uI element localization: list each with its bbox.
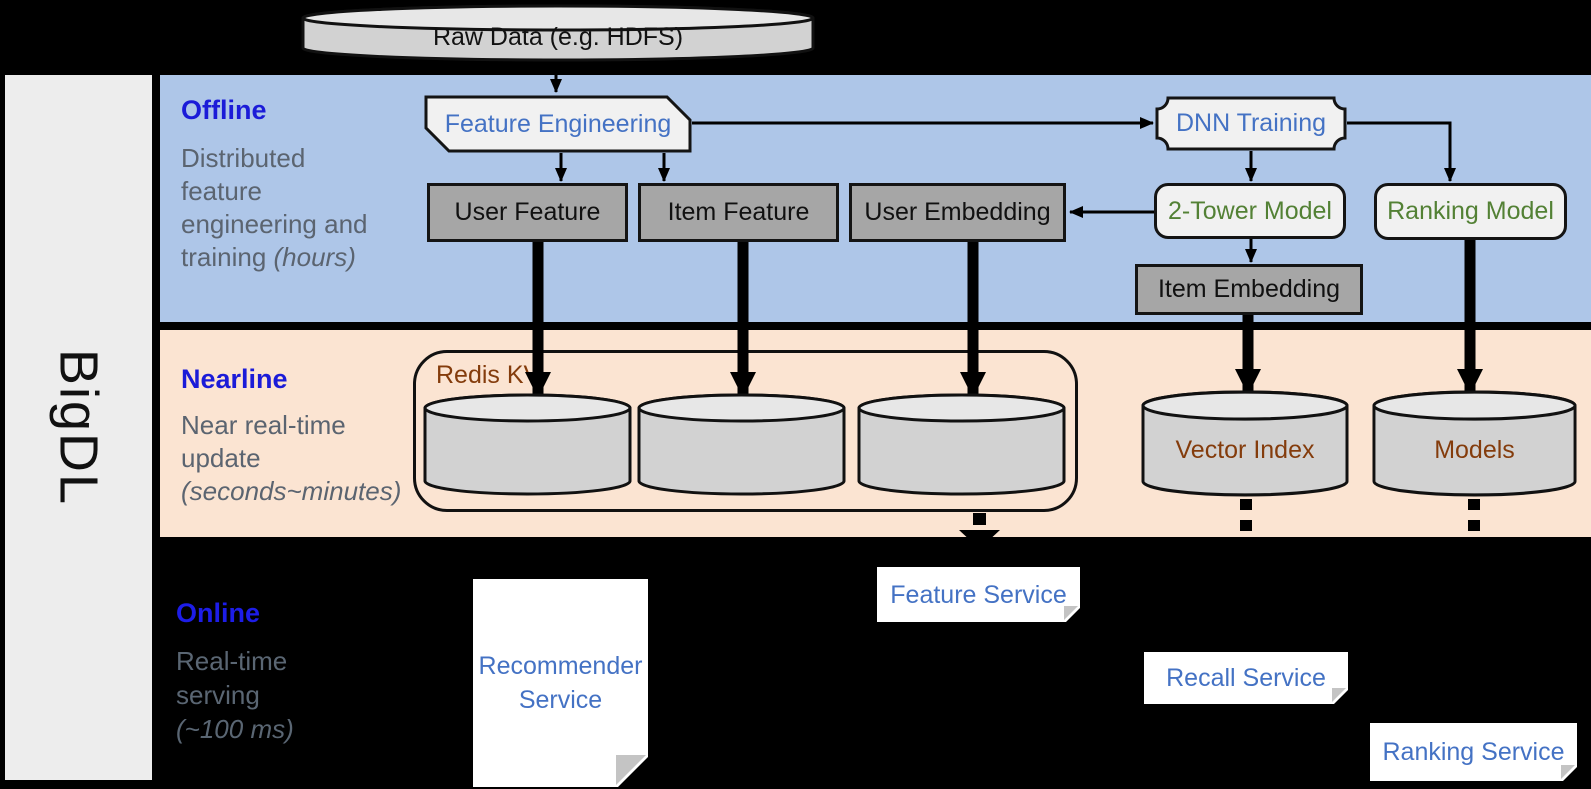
offline-desc-line1: Distributed xyxy=(181,143,306,173)
feature-service-label: Feature Service xyxy=(890,580,1067,609)
online-desc-line3: (~100 ms) xyxy=(176,714,294,744)
redis-kv-label: Redis KV xyxy=(436,361,541,389)
ranking-service-label: Ranking Service xyxy=(1382,738,1565,766)
raw-data-label: Raw Data (e.g. HDFS) xyxy=(432,22,684,51)
offline-desc-line3: engineering and xyxy=(181,209,368,239)
redis-cylinder-2 xyxy=(637,393,846,496)
recommender-service-node: Recommender Service xyxy=(473,579,648,787)
raw-data-cylinder: Raw Data (e.g. HDFS) xyxy=(300,4,816,64)
cylinder-shape xyxy=(423,393,632,496)
two-tower-model-node: 2-Tower Model xyxy=(1154,183,1346,239)
page-fold-icon xyxy=(616,755,646,785)
vector-index-cylinder: Vector Index xyxy=(1141,390,1349,497)
cylinder-shape xyxy=(1372,390,1577,497)
nearline-desc-line3: (seconds~minutes) xyxy=(181,476,402,506)
dnn-training-label: DNN Training xyxy=(1175,109,1327,137)
cylinder-shape xyxy=(301,4,815,62)
nearline-desc-line1: Near real-time xyxy=(181,410,346,440)
offline-section-label: Offline Distributed feature engineering … xyxy=(181,95,368,274)
ranking-service-node: Ranking Service xyxy=(1370,723,1577,781)
nearline-title: Nearline xyxy=(181,364,288,394)
recall-service-label: Recall Service xyxy=(1166,664,1326,692)
nearline-section-label: Nearline Near real-time update (seconds~… xyxy=(181,364,401,508)
page-fold-icon xyxy=(1332,688,1346,702)
online-description: Real-time serving (~100 ms) xyxy=(176,644,294,746)
models-label: Models xyxy=(1434,435,1515,464)
online-title: Online xyxy=(176,598,261,628)
nearline-desc-line2: update xyxy=(181,443,261,473)
models-cylinder: Models xyxy=(1372,390,1577,497)
redis-cylinder-3 xyxy=(857,393,1066,496)
offline-desc-line4-italic: (hours) xyxy=(273,242,356,272)
item-embedding-node: Item Embedding xyxy=(1135,264,1363,315)
offline-title: Offline xyxy=(181,95,267,125)
dnn-training-shape xyxy=(1155,96,1347,151)
feature-engineering-label: Feature Engineering xyxy=(444,109,672,138)
page-fold-icon xyxy=(1064,606,1078,620)
page-fold-icon xyxy=(1561,765,1575,779)
cylinder-shape xyxy=(857,393,1066,496)
feature-service-node: Feature Service xyxy=(877,567,1080,622)
user-embedding-label: User Embedding xyxy=(864,198,1051,226)
ranking-model-node: Ranking Model xyxy=(1374,183,1567,240)
online-desc-line1: Real-time xyxy=(176,646,288,676)
vector-index-label: Vector Index xyxy=(1175,435,1315,464)
feature-engineering-shape xyxy=(424,95,692,153)
dnn-training-node: DNN Training xyxy=(1155,96,1347,151)
nearline-description: Near real-time update (seconds~minutes) xyxy=(181,409,401,508)
offline-description: Distributed feature engineering and trai… xyxy=(181,142,368,274)
cylinder-shape xyxy=(637,393,846,496)
redis-cylinder-1 xyxy=(423,393,632,496)
user-feature-node: User Feature xyxy=(427,183,628,242)
offline-desc-line4-normal: training xyxy=(181,242,274,272)
bigdl-logo-text: BigDL xyxy=(48,348,109,507)
recommender-service-label-line1: Recommender xyxy=(478,652,643,680)
recommender-service-label-line2: Service xyxy=(518,686,603,714)
user-embedding-node: User Embedding xyxy=(849,183,1066,242)
item-feature-label: Item Feature xyxy=(667,198,810,226)
sidebar-bigdl: BigDL xyxy=(5,75,152,780)
user-feature-label: User Feature xyxy=(454,198,601,226)
offline-desc-line2: feature xyxy=(181,176,262,206)
item-embedding-label: Item Embedding xyxy=(1157,275,1341,303)
offline-desc-line4: training (hours) xyxy=(181,241,368,274)
cylinder-shape xyxy=(1141,390,1349,497)
item-feature-node: Item Feature xyxy=(638,183,839,242)
feature-engineering-node: Feature Engineering xyxy=(424,95,692,153)
recall-service-node: Recall Service xyxy=(1144,652,1348,704)
online-desc-line2: serving xyxy=(176,680,260,710)
two-tower-model-label: 2-Tower Model xyxy=(1168,196,1332,225)
ranking-model-label: Ranking Model xyxy=(1387,197,1554,225)
online-section-label: Online Real-time serving (~100 ms) xyxy=(176,598,294,746)
